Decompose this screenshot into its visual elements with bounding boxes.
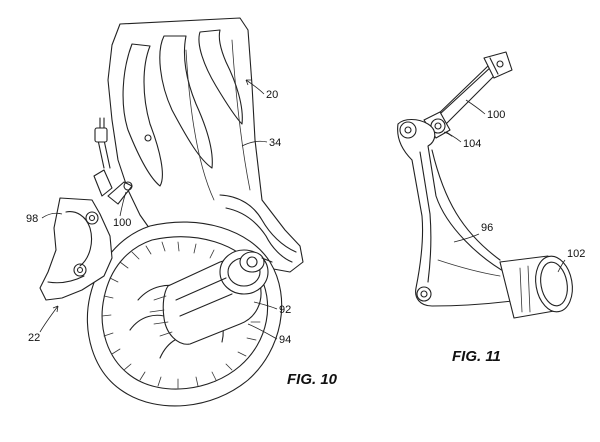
ref-numeral: 92 bbox=[279, 304, 291, 316]
axle-tube bbox=[500, 253, 577, 318]
figure-10-drawing: 20 34 98 100 22 92 94 FIG. 10 bbox=[26, 18, 338, 406]
actuator-arm bbox=[424, 52, 512, 138]
ref-numeral: 98 bbox=[26, 213, 38, 225]
figure-11-drawing: 100 104 96 102 FIG. 11 bbox=[398, 52, 586, 365]
ref-numeral: 94 bbox=[279, 334, 291, 346]
figure-label: FIG. 11 bbox=[452, 348, 501, 365]
ref-numeral: 100 bbox=[487, 109, 505, 121]
mount-bracket bbox=[398, 120, 520, 307]
ref-numeral: 100 bbox=[113, 217, 131, 229]
figure-label: FIG. 10 bbox=[287, 371, 338, 388]
ref-numeral: 22 bbox=[28, 332, 40, 344]
ref-numeral: 102 bbox=[567, 248, 585, 260]
ref-numeral: 20 bbox=[266, 89, 278, 101]
ref-numeral: 96 bbox=[481, 222, 493, 234]
ref-numeral: 104 bbox=[463, 138, 481, 150]
ref-numeral: 34 bbox=[269, 137, 281, 149]
